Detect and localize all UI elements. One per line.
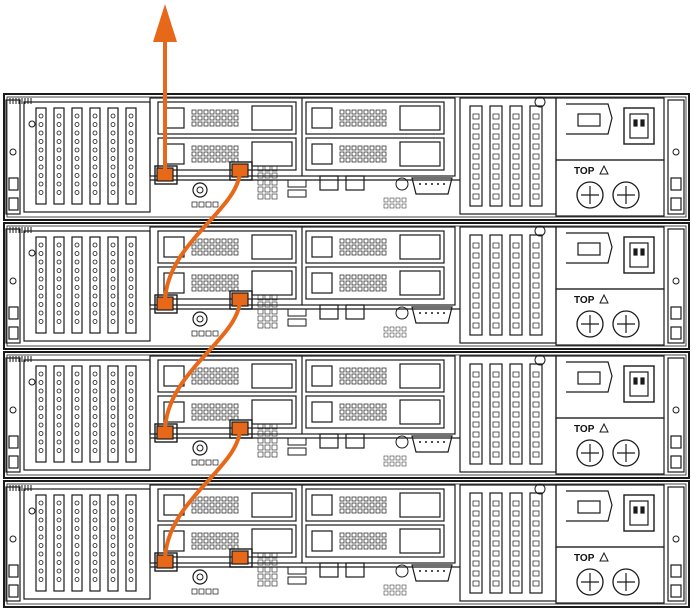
- vga-pin: [419, 183, 421, 185]
- vga-pin: [425, 312, 427, 314]
- server-stack: TOP TOP TOP TOP: [4, 94, 689, 607]
- vga-pin: [437, 312, 439, 314]
- vga-pin: [437, 441, 439, 443]
- inlet-pin: [634, 507, 637, 513]
- server-chassis: [4, 223, 689, 349]
- server-unit: TOP: [4, 94, 689, 220]
- vga-pin: [419, 312, 421, 314]
- server-chassis: [4, 481, 689, 607]
- vga-pin: [419, 570, 421, 572]
- vga-pin: [425, 441, 427, 443]
- inlet-pin: [634, 378, 637, 384]
- vga-pin: [419, 441, 421, 443]
- inlet-pin: [641, 507, 644, 513]
- psu-top-label: TOP: [574, 166, 595, 177]
- inlet-pin: [634, 249, 637, 255]
- vga-pin: [443, 312, 445, 314]
- vga-pin: [443, 570, 445, 572]
- vga-pin: [431, 312, 433, 314]
- inlet-pin: [641, 120, 644, 126]
- vga-pin: [425, 183, 427, 185]
- inlet-pin: [641, 378, 644, 384]
- inlet-pin: [634, 120, 637, 126]
- psu-top-label: TOP: [574, 424, 595, 435]
- server-unit: TOP: [4, 481, 689, 607]
- server-chassis: [4, 94, 689, 220]
- psu-top-label: TOP: [574, 295, 595, 306]
- server-unit: TOP: [4, 352, 689, 478]
- vga-pin: [431, 570, 433, 572]
- vga-pin: [437, 570, 439, 572]
- vga-pin: [437, 183, 439, 185]
- vga-pin: [431, 441, 433, 443]
- vga-pin: [431, 183, 433, 185]
- server-chassis: [4, 352, 689, 478]
- psu-top-label: TOP: [574, 553, 595, 564]
- inlet-pin: [641, 249, 644, 255]
- arrow-head: [153, 4, 177, 42]
- vga-pin: [443, 183, 445, 185]
- server-unit: TOP: [4, 223, 689, 349]
- vga-pin: [425, 570, 427, 572]
- highlighted-port-right: [232, 551, 248, 564]
- vga-pin: [443, 441, 445, 443]
